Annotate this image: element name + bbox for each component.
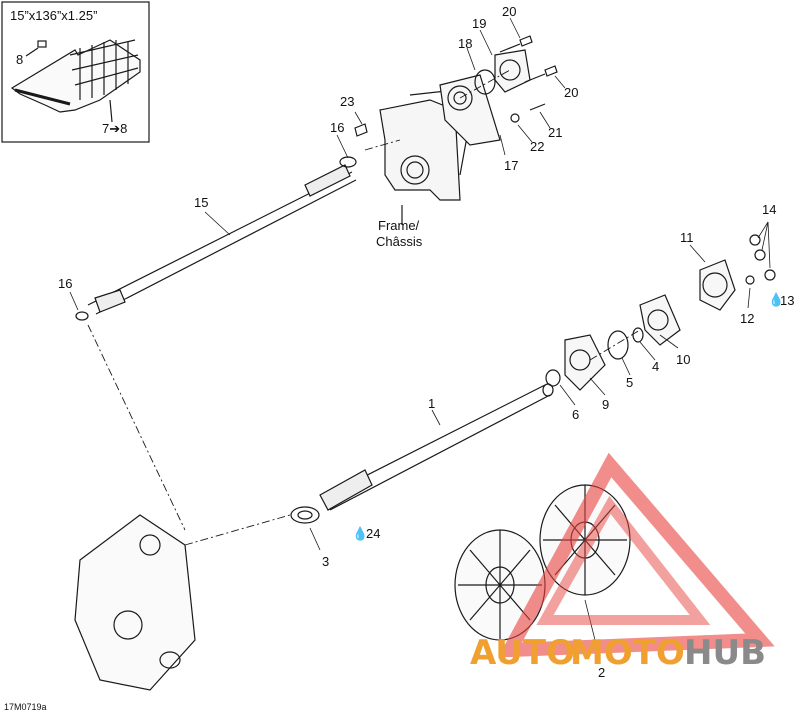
callout-14: 14 [762,202,776,217]
watermark-part3: HUB [684,633,766,673]
inset-label-8: 8 [16,52,23,67]
construction-lines [87,69,641,546]
inset-title: 15”x136”x1.25” [10,8,97,23]
callout-20-right: 20 [564,85,578,100]
callout-10: 10 [676,352,690,367]
callout-21: 21 [548,125,562,140]
chaincase-housing [74,514,196,691]
callout-16-upper: 16 [330,120,344,135]
callout-24: 24 [366,526,380,541]
callout-4: 4 [652,359,659,374]
driveshaft-15 [75,156,357,321]
frame-label-line2: Châssis [376,234,423,249]
callout-1: 1 [428,396,435,411]
watermark: AUTO MOTO HUB [470,452,775,673]
drop-icon-24: 💧 [352,526,368,541]
callout-12: 12 [740,311,754,326]
callout-9: 9 [602,397,609,412]
callout-2: 2 [598,665,605,680]
callout-16-lower: 16 [58,276,72,291]
figure-code: 17M0719a [4,702,47,712]
bolts-upper [354,35,558,137]
callout-6: 6 [572,407,579,422]
leader-lines [69,17,771,661]
callout-18: 18 [458,36,472,51]
track-inset [1,1,150,143]
callout-17: 17 [504,158,518,173]
axle-1 [290,383,554,524]
bearing-housing-upper [439,49,531,146]
watermark-part1: AUTO [470,633,575,673]
callout-3: 3 [322,554,329,569]
callout-20-top: 20 [502,4,516,19]
callout-13: 13 [780,293,794,308]
frame-label-line1: Frame/ [378,218,420,233]
callout-23: 23 [340,94,354,109]
inset-label-7-8: 7➔8 [102,121,127,136]
callout-5: 5 [626,375,633,390]
callout-19: 19 [472,16,486,31]
callout-15: 15 [194,195,208,210]
callout-22: 22 [530,139,544,154]
right-bearing-parts [545,234,776,391]
watermark-part2: MOTO [570,633,685,673]
callout-11: 11 [680,230,694,245]
drop-icon-13: 💧 [768,292,784,307]
